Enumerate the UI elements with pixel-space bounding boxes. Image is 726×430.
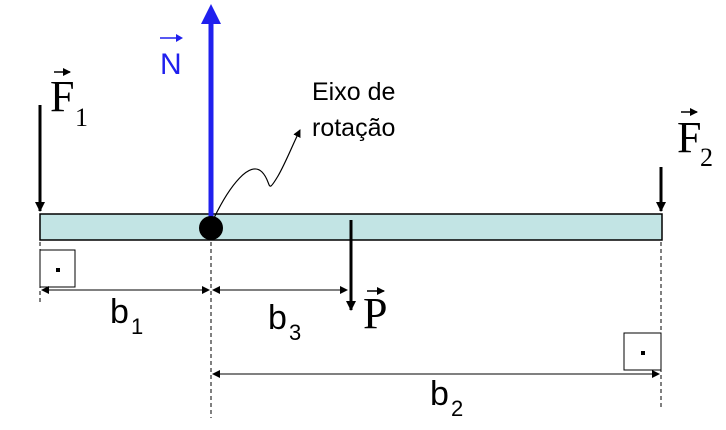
p-symbol: P	[363, 289, 387, 338]
force-f2-label: F 2	[677, 108, 713, 172]
right-angle-marker-left	[39, 249, 76, 288]
axis-pointer-curve	[213, 129, 301, 219]
b3-subscript: 3	[289, 320, 301, 345]
f2-symbol: F	[677, 113, 701, 162]
b2-symbol: b	[430, 375, 449, 413]
right-angle-marker-right	[623, 332, 662, 371]
f1-subscript: 1	[75, 103, 88, 132]
force-n-label: N	[160, 34, 183, 81]
force-f1-label: F 1	[50, 68, 88, 132]
force-p-label: P	[363, 287, 387, 338]
pivot-point	[199, 216, 223, 240]
f1-symbol: F	[50, 72, 74, 121]
f2-subscript: 2	[700, 143, 713, 172]
axis-label-line2: rotação	[312, 114, 395, 142]
force-n-arrowhead	[201, 4, 221, 24]
b1-symbol: b	[110, 293, 129, 331]
b2-subscript: 2	[451, 396, 463, 421]
distance-b1-label: b 1	[110, 293, 143, 339]
n-symbol: N	[160, 48, 182, 81]
distance-b3-label: b 3	[268, 299, 301, 345]
distance-b2-label: b 2	[430, 375, 463, 421]
b1-subscript: 1	[131, 314, 143, 339]
axis-label-line1: Eixo de	[312, 78, 395, 106]
b3-symbol: b	[268, 299, 287, 337]
